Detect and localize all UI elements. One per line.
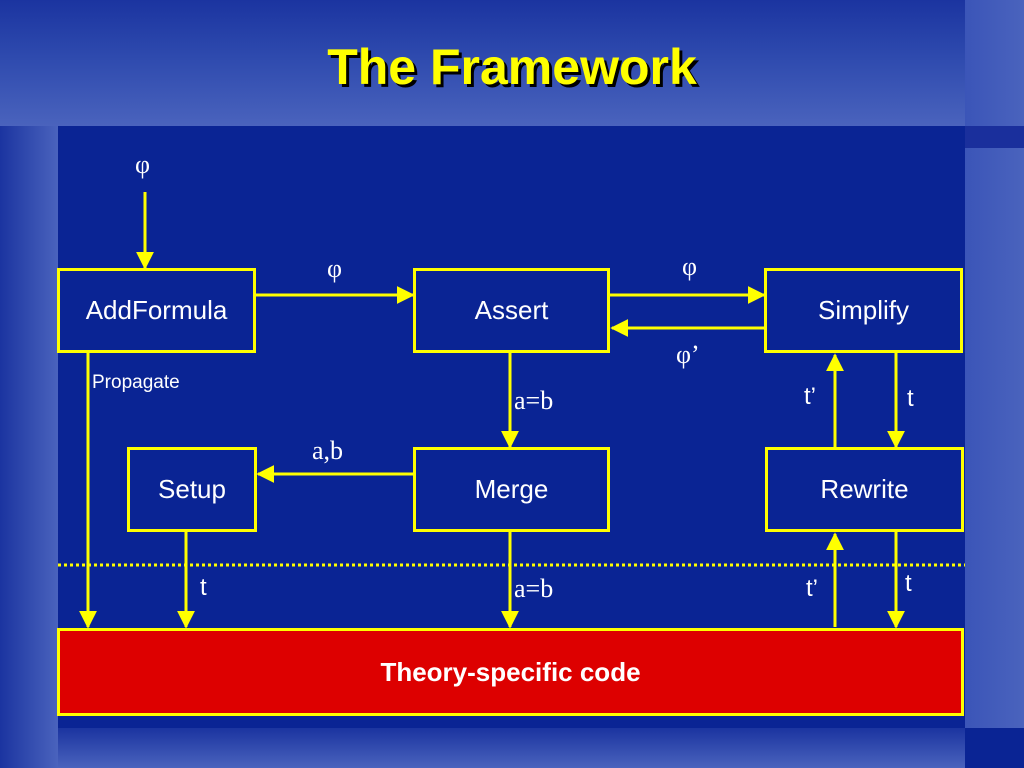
slide-title: The Framework (327, 39, 697, 95)
left-band (0, 126, 58, 768)
phi-addformula-assert-label: φ (327, 254, 343, 283)
t-prime-lower-label: t’ (806, 575, 818, 602)
phi-input-label: φ (135, 150, 151, 179)
t-lower-label: t (905, 570, 912, 597)
theory-specific-code-box: Theory-specific code (57, 628, 964, 716)
propagate-label: Propagate (92, 372, 180, 393)
header-band (0, 0, 965, 126)
rewrite-label: Rewrite (820, 474, 909, 504)
setup-label: Setup (158, 474, 226, 504)
setup-box: Setup (127, 447, 257, 532)
bottom-band (58, 728, 965, 768)
merge-theory-label: a=b (514, 574, 554, 603)
merge-box: Merge (413, 447, 610, 532)
addformula-label: AddFormula (85, 295, 228, 325)
theory-label: Theory-specific code (380, 656, 641, 687)
assert-label: Assert (474, 295, 549, 325)
t-upper-label: t (907, 385, 914, 412)
t-prime-upper-label: t’ (804, 383, 816, 410)
setup-theory-t-label: t (200, 574, 207, 601)
simplify-box: Simplify (764, 268, 963, 353)
merge-label: Merge (474, 474, 549, 504)
rewrite-box: Rewrite (765, 447, 964, 532)
assert-box: Assert (413, 268, 610, 353)
bottom-right-corner (965, 728, 1024, 768)
addformula-box: AddFormula (57, 268, 256, 353)
phi-assert-simplify-label: φ (682, 252, 698, 281)
right-band-accent (965, 126, 1024, 148)
assert-merge-label: a=b (514, 386, 554, 415)
merge-setup-label: a,b (312, 436, 344, 465)
phi-prime-label: φ’ (676, 340, 700, 369)
simplify-label: Simplify (817, 295, 909, 325)
